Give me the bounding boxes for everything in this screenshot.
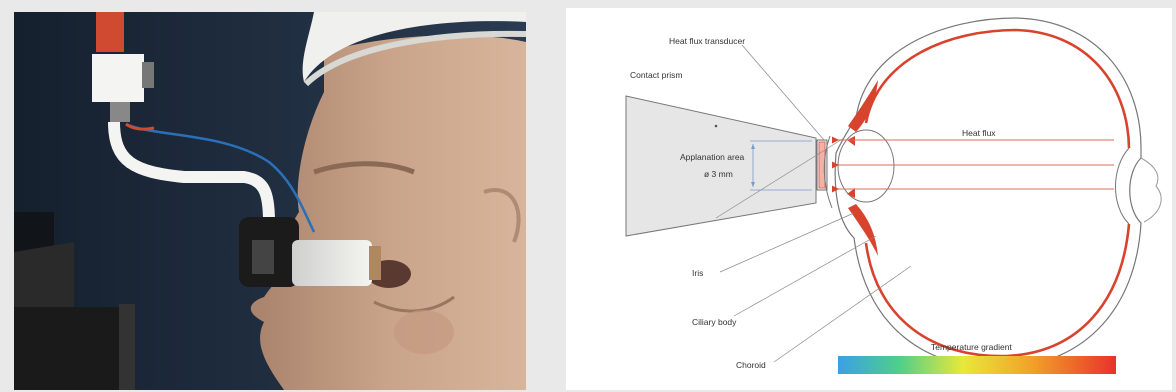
- label-diameter: ø 3 mm: [704, 169, 733, 179]
- eye-diagram: Heat flux transducer Contact prism Appla…: [566, 8, 1172, 390]
- label-applanation-area: Applanation area: [680, 152, 745, 162]
- photo-panel: [14, 12, 526, 390]
- label-heat-flux: Heat flux: [962, 128, 996, 138]
- label-ciliary-body: Ciliary body: [692, 317, 737, 327]
- patient-photo: [14, 12, 526, 390]
- label-heat-flux-transducer: Heat flux transducer: [669, 36, 745, 46]
- lens: [838, 130, 894, 202]
- label-contact-prism: Contact prism: [630, 70, 682, 80]
- label-iris: Iris: [692, 268, 703, 278]
- label-choroid: Choroid: [736, 360, 766, 370]
- temperature-gradient-bar: [838, 356, 1116, 374]
- eye-diagram-panel: Heat flux transducer Contact prism Appla…: [566, 8, 1172, 390]
- label-temperature-gradient: Temperature gradient: [931, 342, 1012, 352]
